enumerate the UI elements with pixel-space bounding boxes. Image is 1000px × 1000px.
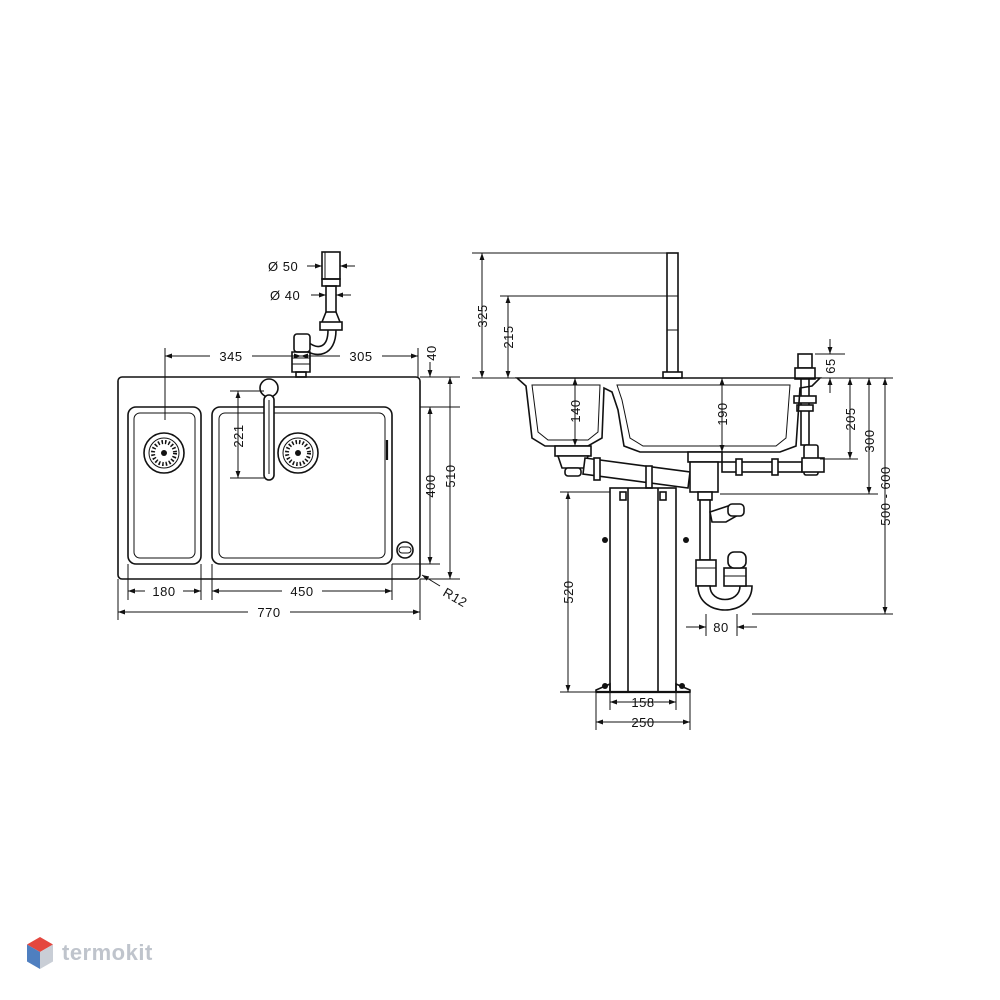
dim-180: 180 <box>152 584 175 599</box>
top-view: Ø 50 Ø 40 345 305 40 221 400 510 180 450… <box>117 251 470 620</box>
dim-158: 158 <box>631 695 654 710</box>
sink-body <box>514 377 822 453</box>
overflow <box>396 541 414 559</box>
small-bowl-strainer <box>143 432 185 474</box>
faucet-top-view <box>259 378 279 481</box>
dim-500-600: 500 - 600 <box>878 466 893 525</box>
dim-325: 325 <box>475 304 490 327</box>
dim-400: 400 <box>423 474 438 497</box>
dim-190: 190 <box>715 402 730 425</box>
dim-345: 345 <box>219 349 242 364</box>
dim-215: 215 <box>501 325 516 348</box>
watermark-text: termokit <box>62 940 153 965</box>
dim-770: 770 <box>257 605 280 620</box>
dim-520: 520 <box>561 580 576 603</box>
side-view: 325 215 140 190 65 205 300 500 - 600 520… <box>472 252 893 730</box>
termokit-watermark: termokit <box>26 936 153 970</box>
faucet-side <box>662 252 683 379</box>
dim-450: 450 <box>290 584 313 599</box>
dim-250: 250 <box>631 715 654 730</box>
dim-r12: R12 <box>441 585 470 611</box>
main-bowl <box>211 406 393 565</box>
dim-d40: Ø 40 <box>270 288 300 303</box>
dim-65: 65 <box>823 358 838 373</box>
pedestal <box>595 487 691 694</box>
dim-80: 80 <box>713 620 728 635</box>
siphon-plan <box>291 251 343 378</box>
small-bowl <box>127 406 202 565</box>
dim-510: 510 <box>443 464 458 487</box>
termokit-logo-icon <box>27 937 53 969</box>
dim-221: 221 <box>231 424 246 447</box>
top-view-dimensions <box>117 263 460 620</box>
dim-205: 205 <box>843 407 858 430</box>
main-bowl-strainer <box>277 432 319 474</box>
dim-305: 305 <box>349 349 372 364</box>
side-view-dimensions <box>472 252 893 730</box>
dim-300: 300 <box>862 429 877 452</box>
countertop-outline <box>117 376 421 580</box>
dim-40: 40 <box>424 345 439 360</box>
dim-140: 140 <box>568 399 583 422</box>
drain-pipes <box>554 445 825 611</box>
dim-d50: Ø 50 <box>268 259 298 274</box>
